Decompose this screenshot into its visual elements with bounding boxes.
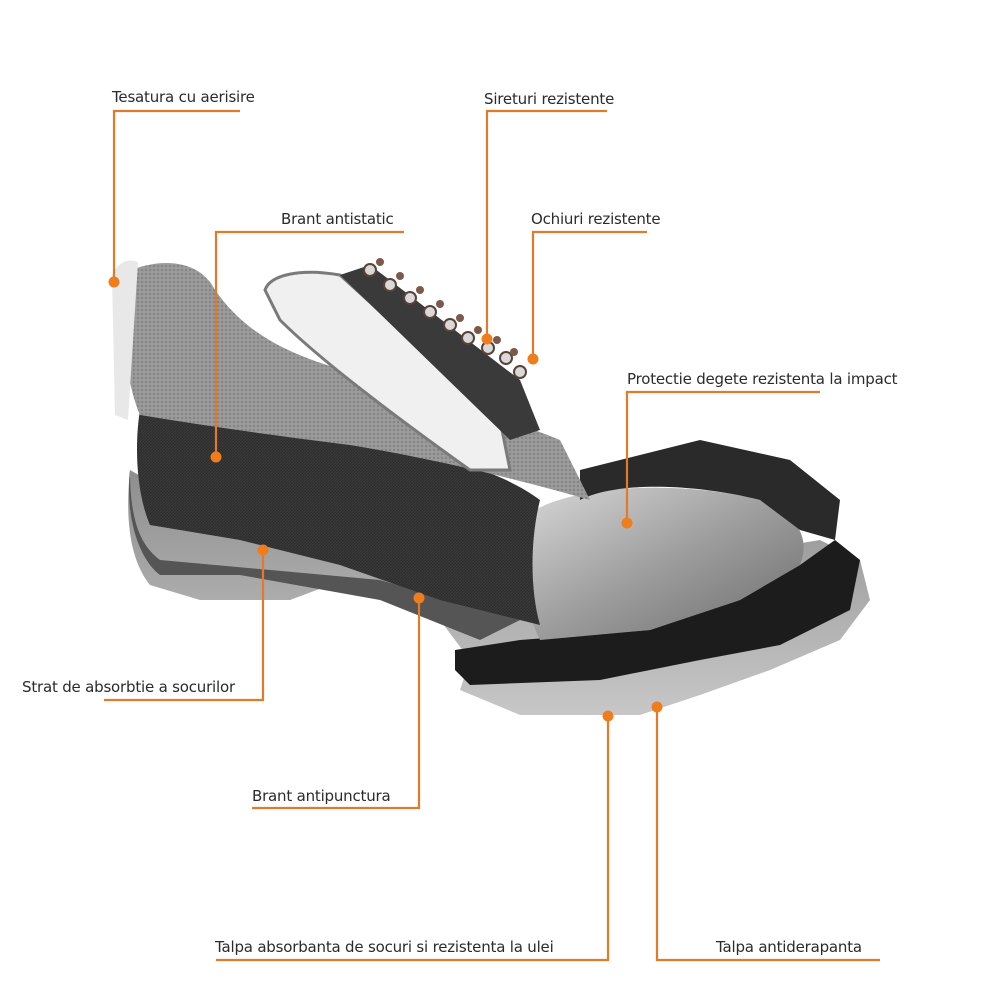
insole-shape bbox=[137, 410, 540, 625]
callout-label-talpa-absorbanta: Talpa absorbanta de socuri si rezistenta… bbox=[215, 938, 554, 956]
leader-brant-antipunctura bbox=[252, 592, 425, 810]
leader-strat-absorbtie bbox=[104, 544, 269, 702]
callout-label-sireturi: Sireturi rezistente bbox=[484, 90, 615, 108]
tongue-padding-shape bbox=[263, 270, 512, 472]
callout-label-talpa-antiderapanta: Talpa antiderapanta bbox=[716, 938, 862, 956]
leader-tesatura bbox=[108, 109, 240, 288]
leader-brant-antistatic bbox=[210, 230, 404, 463]
eyelets-shape bbox=[363, 263, 527, 379]
toe-bumper-shape bbox=[455, 540, 860, 685]
callout-label-brant-antistatic: Brant antistatic bbox=[281, 210, 394, 228]
leader-sireturi bbox=[481, 109, 607, 345]
callout-label-strat-absorbtie: Strat de absorbtie a socurilor bbox=[22, 678, 235, 696]
leader-protectie-degete bbox=[621, 390, 820, 529]
callout-label-protectie-degete: Protectie degete rezistenta la impact bbox=[627, 370, 898, 388]
toe-cap-shape bbox=[524, 487, 804, 640]
leader-talpa-absorbanta bbox=[216, 710, 614, 962]
callout-label-tesatura: Tesatura cu aerisire bbox=[112, 88, 255, 106]
leader-ochiuri bbox=[527, 230, 647, 365]
callout-label-brant-antipunctura: Brant antipunctura bbox=[252, 787, 391, 805]
leader-talpa-antiderapanta bbox=[651, 701, 880, 962]
callout-label-ochiuri: Ochiuri rezistente bbox=[531, 210, 661, 228]
